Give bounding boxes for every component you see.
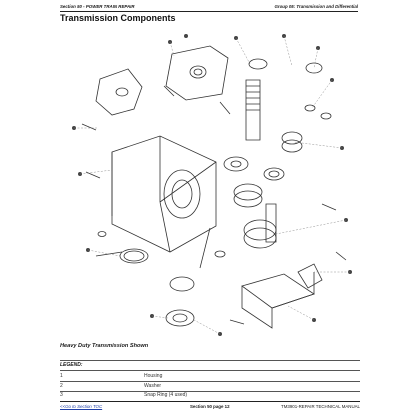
bearing-part xyxy=(248,58,268,70)
section-toc-link[interactable]: <<Go to Section TOC xyxy=(60,404,103,409)
legend-row: 2 Washer xyxy=(60,383,360,391)
legend-rule xyxy=(60,381,360,382)
shaft-part xyxy=(245,79,261,141)
manual-title: TM3901-REPAIR TECHNICAL MANUAL xyxy=(281,404,360,409)
header-rule xyxy=(60,11,358,12)
legend-text: Housing xyxy=(144,373,163,379)
seal-ring xyxy=(169,276,195,292)
legend-row: 1 Housing xyxy=(60,373,360,381)
page-footer: <<Go to Section TOC Section 50 page 12 T… xyxy=(60,404,360,412)
legend-number: 2 xyxy=(60,383,63,389)
legend-number: 1 xyxy=(60,373,63,379)
legend-rule xyxy=(60,391,360,392)
page-number: Section 50 page 12 xyxy=(190,404,230,409)
header-group: Group 05: Transmission and Differential xyxy=(274,4,358,9)
legend-heading: LEGEND: xyxy=(60,362,83,368)
gear-part xyxy=(233,183,263,201)
gear-part xyxy=(243,219,277,241)
gear-part xyxy=(223,156,249,172)
housing-bore xyxy=(163,169,201,219)
exploded-parts-diagram xyxy=(72,34,352,336)
figure-caption: Heavy Duty Transmission Shown xyxy=(60,343,149,349)
footer-rule xyxy=(60,401,360,402)
legend-rule-header xyxy=(60,370,360,371)
seal-ring xyxy=(165,309,195,327)
legend-text: Washer xyxy=(144,383,162,389)
cover-plate xyxy=(241,273,315,309)
cover-hole xyxy=(189,65,207,79)
bearing-part xyxy=(263,167,285,181)
bearing-part xyxy=(305,62,323,74)
legend-row: 3 Snap Ring (4 used) xyxy=(60,392,360,400)
legend-number: 3 xyxy=(60,392,63,398)
bolt-part xyxy=(81,85,347,325)
bolt-hole xyxy=(115,87,129,97)
page-title: Transmission Components xyxy=(60,13,176,23)
gear-part xyxy=(281,131,303,145)
legend-rule-top xyxy=(60,360,360,361)
legend-text: Snap Ring (4 used) xyxy=(144,392,188,398)
cover-part xyxy=(165,45,229,101)
header-section: Section 50 - POWER TRAIN REPAIR xyxy=(60,4,135,9)
shaft-part xyxy=(95,227,211,269)
shaft-part xyxy=(265,203,277,243)
page-header: Section 50 - POWER TRAIN REPAIR Group 05… xyxy=(60,2,358,12)
bracket-part xyxy=(95,68,143,116)
bracket-part xyxy=(297,263,323,289)
